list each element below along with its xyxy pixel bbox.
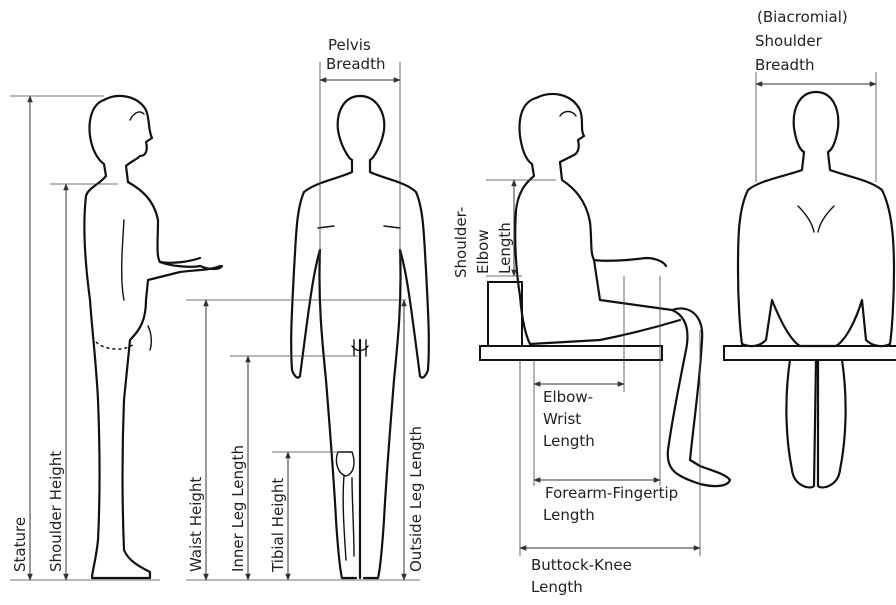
forearm-fingertip-length-dimension (534, 276, 660, 486)
elbow-wrist-label-line2: Wrist (543, 410, 581, 428)
shoulder-elbow-label-line3: Length (496, 222, 514, 274)
shoulder-height-label: Shoulder Height (47, 451, 65, 572)
shoulder-elbow-label-line2: Elbow (474, 229, 492, 274)
seat-side (480, 346, 662, 360)
shoulder-breadth-label-line3: Breadth (755, 56, 814, 74)
seat-back (724, 346, 896, 360)
forearm-fingertip-label-line2: Length (543, 506, 595, 524)
elbow-wrist-label-line1: Elbow- (543, 388, 593, 406)
shoulder-breadth-label-line2: Shoulder (755, 32, 823, 50)
pelvis-breadth-label-line1: Pelvis (328, 36, 371, 54)
buttock-knee-label-line2: Length (531, 578, 583, 596)
tibial-height-label: Tibial Height (269, 478, 287, 573)
waist-height-label: Waist Height (187, 477, 205, 572)
shoulder-breadth-label-line1: (Biacromial) (757, 8, 848, 26)
stature-dimension (10, 96, 160, 580)
pelvis-breadth-label-line2: Breadth (326, 55, 385, 73)
pelvis-breadth-dimension (320, 62, 400, 260)
backrest (488, 282, 522, 346)
seated-side-figure (480, 94, 730, 486)
outside-leg-length-label: Outside Leg Length (407, 426, 425, 572)
elbow-wrist-label-line3: Length (543, 432, 595, 450)
shoulder-elbow-label-line1: Shoulder- (452, 207, 470, 278)
inner-leg-length-label: Inner Leg Length (229, 445, 247, 572)
forearm-fingertip-label-line1: Forearm-Fingertip (545, 484, 678, 502)
stature-label: Stature (11, 517, 29, 572)
elbow-wrist-length-dimension (534, 276, 624, 392)
seated-back-figure (724, 92, 896, 487)
shoulder-breadth-dimension (756, 72, 876, 182)
buttock-knee-label-line1: Buttock-Knee (531, 556, 632, 574)
waist-height-dimension (186, 300, 420, 580)
